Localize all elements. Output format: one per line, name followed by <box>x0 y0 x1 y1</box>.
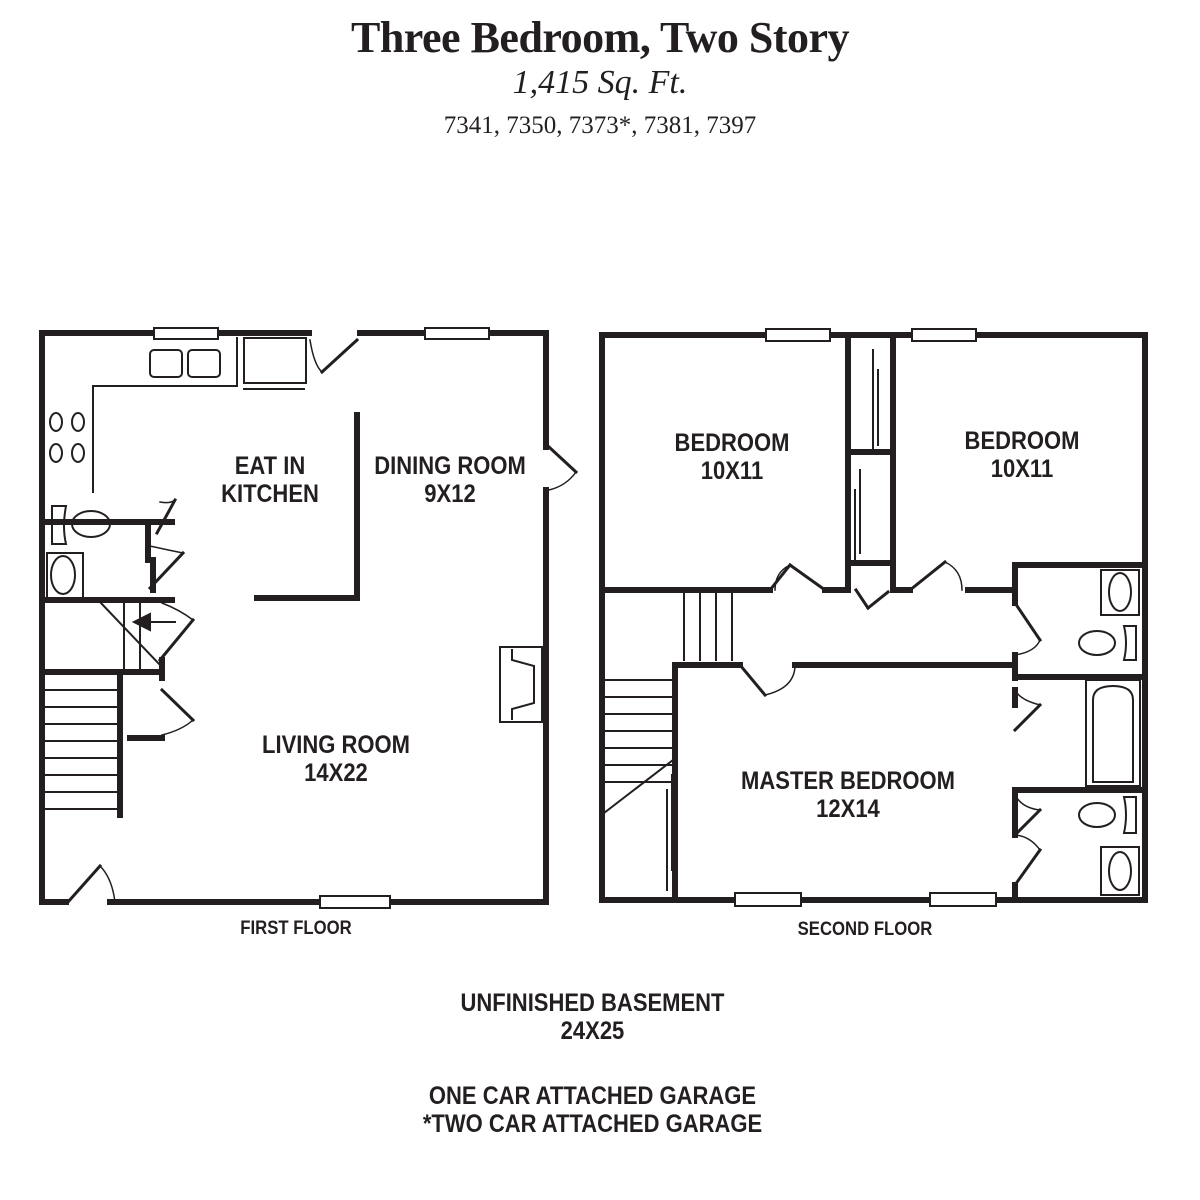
first-floor-label: FIRST FLOOR <box>240 918 352 939</box>
room-name: EAT IN <box>234 452 306 480</box>
basement-note: UNFINISHED BASEMENT 24X25 <box>423 989 762 1045</box>
room-size: 12X14 <box>816 795 880 823</box>
garage-notes: ONE CAR ATTACHED GARAGE *TWO CAR ATTACHE… <box>388 1082 797 1138</box>
unit-numbers: 7341, 7350, 7373*, 7381, 7397 <box>443 112 757 139</box>
second-floor-plan <box>599 328 1148 907</box>
room-name: MASTER BEDROOM <box>741 767 955 795</box>
second-floor-label: SECOND FLOOR <box>797 919 933 940</box>
room-name: LIVING ROOM <box>262 731 410 759</box>
room-size: 14X22 <box>304 759 368 787</box>
room-name-line2: KITCHEN <box>221 480 319 508</box>
room-bedroom-1: BEDROOM 10X11 <box>662 429 803 485</box>
basement-size: 24X25 <box>560 1017 625 1045</box>
room-size: 10X11 <box>990 455 1054 483</box>
room-master-bedroom: MASTER BEDROOM 12X14 <box>734 767 963 823</box>
room-bedroom-2: BEDROOM 10X11 <box>952 427 1093 483</box>
plan-title: Three Bedroom, Two Story <box>350 13 850 62</box>
room-size: 9X12 <box>424 480 476 508</box>
room-dining-room: DINING ROOM 9X12 <box>362 452 538 508</box>
basement-label: UNFINISHED BASEMENT <box>460 989 725 1017</box>
garage-two-label: *TWO CAR ATTACHED GARAGE <box>422 1110 763 1138</box>
room-eat-in-kitchen: EAT IN KITCHEN <box>200 452 341 508</box>
garage-one-label: ONE CAR ATTACHED GARAGE <box>428 1082 757 1110</box>
room-living-room: LIVING ROOM 14X22 <box>248 731 424 787</box>
room-name: DINING ROOM <box>374 452 526 480</box>
room-name: BEDROOM <box>674 429 790 457</box>
first-floor-plan <box>39 327 579 909</box>
square-footage: 1,415 Sq. Ft. <box>512 64 688 101</box>
room-size: 10X11 <box>700 457 764 485</box>
room-name: BEDROOM <box>964 427 1080 455</box>
